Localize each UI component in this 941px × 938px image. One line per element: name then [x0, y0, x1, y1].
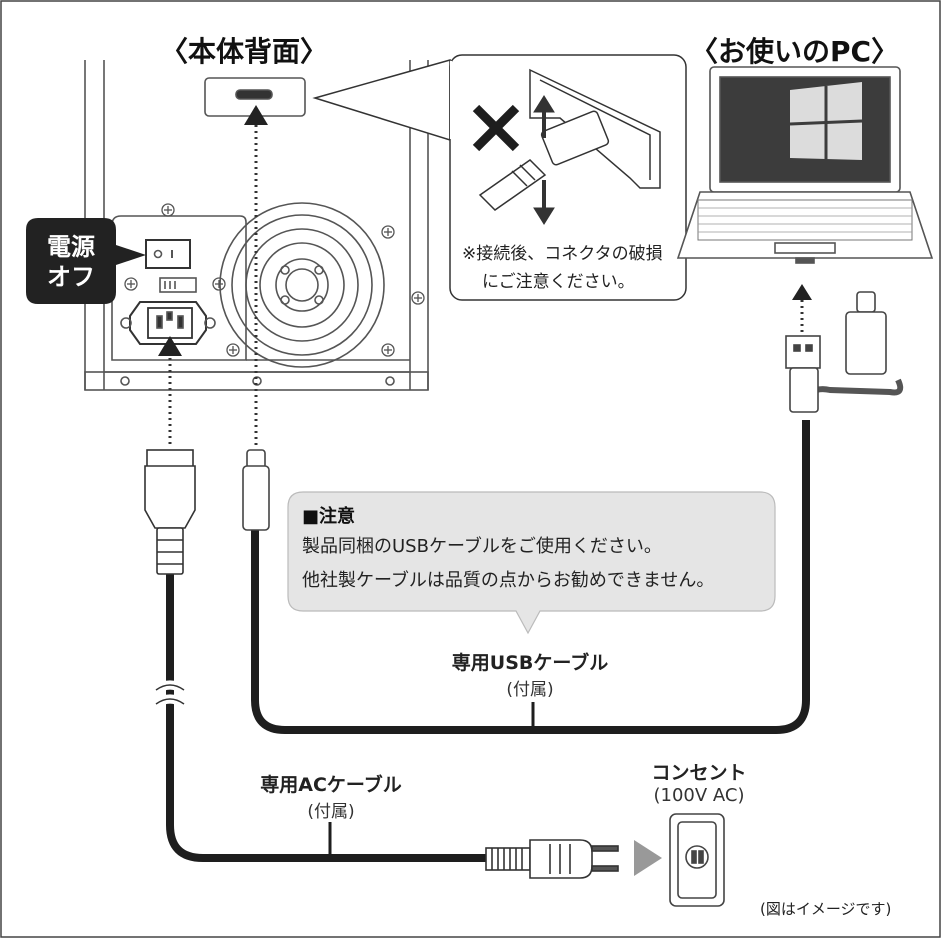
image-caption: (図はイメージです) — [760, 900, 892, 918]
ac-cable-label: 専用ACケーブル (付属) — [236, 770, 426, 822]
usb-c-plug-icon — [242, 449, 270, 531]
usb-cable-label: 専用USBケーブル (付属) — [430, 648, 630, 700]
ac-connector-icon — [144, 449, 196, 575]
usb-cable-note: (付属) — [506, 680, 554, 700]
connector-warning-text: ※接続後、コネクタの破損 にご注意ください。 — [462, 240, 663, 296]
up-down-arrow-icon — [533, 95, 555, 225]
ac-cable-line — [166, 572, 486, 862]
pc-port-arrow-icon — [792, 284, 812, 300]
ac-cable-note: (付属) — [307, 802, 355, 822]
connector-warning-line1: ※接続後、コネクタの破損 — [462, 244, 663, 264]
caution-line2: 他社製ケーブルは品質の点からお勧めできません。 — [302, 570, 715, 591]
outlet-label: コンセント (100V AC) — [624, 758, 774, 806]
plug-in-arrow-icon — [634, 840, 662, 876]
usb-a-plug-icon — [785, 335, 821, 413]
outlet-spec: (100V AC) — [653, 785, 745, 806]
usb-port-arrow-icon — [244, 105, 268, 125]
outlet-icon — [669, 813, 725, 907]
power-badge-line1: 電源 — [47, 233, 95, 261]
cross-icon — [472, 104, 520, 152]
cables — [166, 420, 810, 862]
caution-line1: 製品同梱のUSBケーブルをご使用ください。 — [302, 536, 662, 557]
power-badge-line2: オフ — [47, 263, 95, 291]
laptop-illustration — [676, 66, 934, 264]
fan-grille — [219, 202, 385, 368]
usb-c-adapter-icon — [845, 291, 887, 375]
rear-panel-heading: 〈本体背面〉 — [160, 35, 329, 68]
connector-warning-line2: にご注意ください。 — [482, 272, 635, 292]
usb-cable-line — [251, 420, 810, 734]
power-switch-icon — [145, 239, 191, 269]
caution-box-shape — [287, 491, 776, 635]
ac-plug-icon — [485, 839, 619, 879]
pc-heading: 〈お使いのPC〉 — [690, 35, 900, 68]
caution-box-text: ■注意 製品同梱のUSBケーブルをご使用ください。 他社製ケーブルは品質の点から… — [302, 502, 714, 598]
usb-cable-name: 専用USBケーブル — [451, 652, 609, 674]
connector-closeup-illustration — [478, 68, 661, 211]
screw-icons — [124, 203, 425, 357]
caution-title: ■注意 — [302, 506, 356, 527]
device-rear-panel — [84, 60, 429, 391]
power-badge-shape — [26, 218, 146, 304]
ac-inlet-icon — [120, 301, 216, 345]
ac-inlet-arrow-icon — [158, 336, 182, 356]
power-off-badge: 電源 オフ — [28, 220, 114, 304]
outlet-name: コンセント — [651, 762, 747, 784]
callout-pointer — [312, 59, 451, 142]
voltage-selector-icon — [159, 277, 197, 293]
ac-cable-name: 専用ACケーブル — [260, 774, 402, 796]
